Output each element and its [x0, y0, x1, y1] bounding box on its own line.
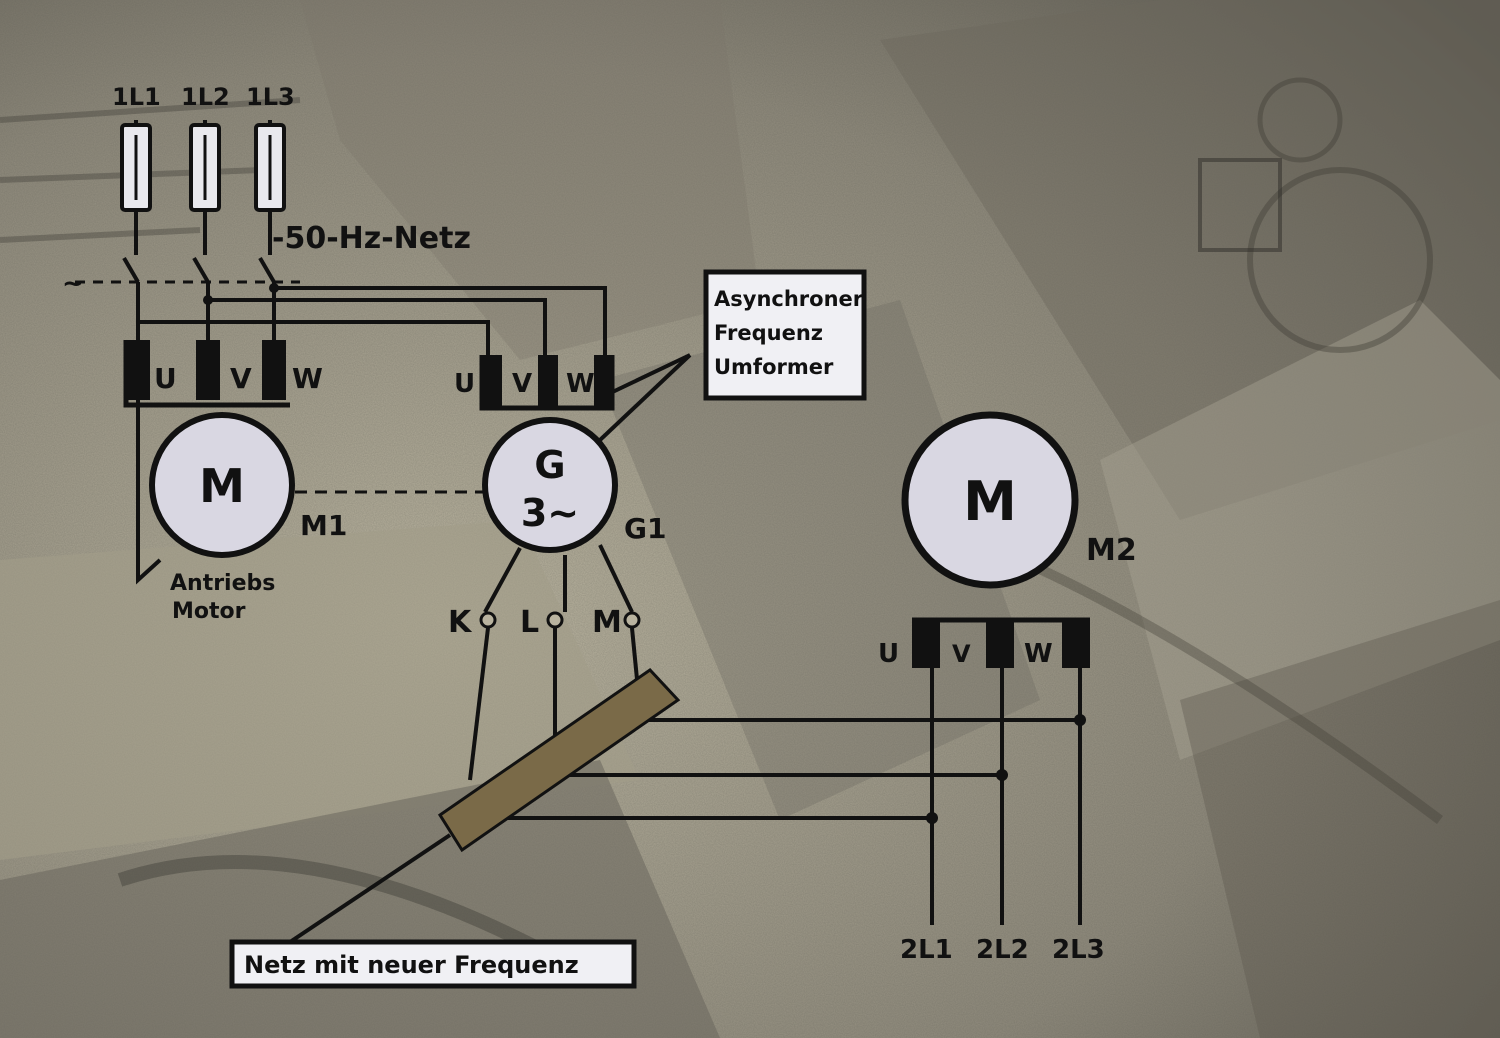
switch-mark: ~ — [62, 269, 84, 299]
motor-m2: M M2 — [901, 411, 1137, 589]
fuse-1 — [120, 123, 152, 212]
m2-terminal-block: U V W — [878, 617, 1090, 669]
new-net-label-box: Netz mit neuer Frequenz — [229, 939, 637, 989]
m2-terminal-v: V — [952, 640, 971, 668]
converter-line-2: Frequenz — [714, 321, 823, 345]
g1-terminal-v: V — [512, 369, 532, 399]
phase-label-1l1: 1L1 — [112, 83, 161, 111]
g1-terminal-u: U — [454, 369, 475, 399]
m1-terminal-block: U V W — [123, 340, 323, 408]
motor-m2-id: M2 — [1086, 533, 1137, 568]
phase-label-1l2: 1L2 — [181, 83, 230, 111]
motor-m1-symbol: M — [199, 459, 245, 513]
fuse-3 — [254, 123, 286, 212]
m1-terminal-v: V — [230, 362, 252, 395]
converter-line-1: Asynchroner — [714, 287, 864, 311]
phase-label-1l3: 1L3 — [246, 83, 295, 111]
generator-g1-symbol: G — [534, 443, 565, 487]
m2-terminal-u: U — [878, 639, 899, 669]
motor-m2-symbol: M — [963, 470, 1017, 533]
brush-segment — [437, 668, 681, 853]
new-net-label: Netz mit neuer Frequenz — [244, 951, 579, 979]
fuse-2 — [189, 123, 221, 212]
converter-box: Asynchroner Frequenz Umformer — [703, 269, 867, 401]
incoming-phase-labels: 1L1 1L2 1L3 — [112, 83, 295, 111]
generator-g1-sub: 3~ — [521, 491, 579, 535]
generator-outputs: K L M — [448, 605, 641, 640]
junction-dots — [203, 283, 1086, 824]
g1-terminal-w: W — [566, 369, 595, 399]
outgoing-phase-labels: 2L1 2L2 2L3 — [900, 935, 1105, 965]
output-l: L — [520, 605, 539, 640]
motor-m1-label-2: Motor — [172, 599, 246, 624]
phase-label-2l3: 2L3 — [1052, 935, 1105, 965]
m2-terminal-w: W — [1024, 639, 1053, 669]
m1-terminal-w: W — [292, 362, 323, 395]
motor-m1-id: M1 — [300, 509, 347, 542]
m1-terminal-u: U — [154, 362, 177, 395]
fuses — [120, 123, 286, 212]
converter-line-3: Umformer — [714, 355, 834, 379]
net-label: -50-Hz-Netz — [272, 221, 471, 256]
motor-m1: M M1 Antriebs Motor — [149, 412, 347, 624]
phase-label-2l2: 2L2 — [976, 935, 1029, 965]
generator-g1: G 3~ G1 — [482, 417, 666, 553]
generator-g1-id: G1 — [624, 512, 666, 545]
g1-terminal-block: U V W — [454, 355, 615, 411]
output-m: M — [592, 605, 622, 640]
motor-m1-label-1: Antriebs — [170, 571, 275, 596]
output-k: K — [448, 605, 473, 640]
phase-label-2l1: 2L1 — [900, 935, 953, 965]
